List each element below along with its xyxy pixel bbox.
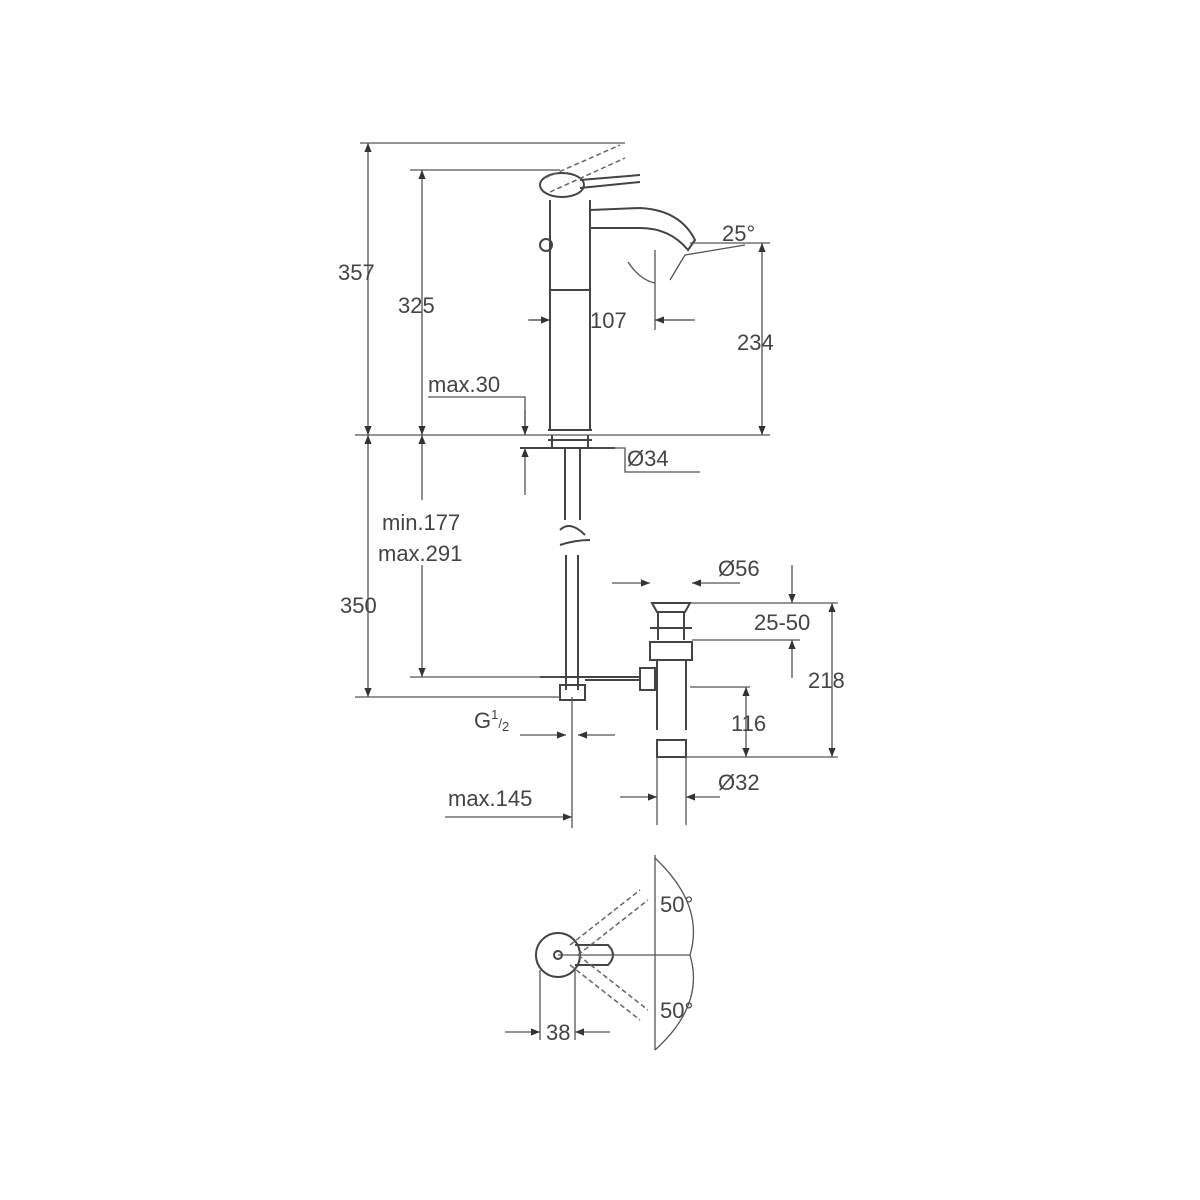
connection-g: G — [474, 708, 491, 733]
dim-connection: G1/2 — [474, 707, 509, 734]
dim-total-height: 357 — [338, 260, 375, 285]
faucet-side-view — [520, 144, 697, 701]
dim-top-width: 38 — [546, 1020, 570, 1045]
dim-max-deck: max.30 — [428, 372, 500, 397]
dim-angle-top: 50° — [660, 892, 693, 917]
faucet-top-view — [505, 855, 694, 1051]
dim-waste-height: 218 — [808, 668, 845, 693]
connection-num: 1 — [491, 707, 498, 722]
dim-tail-diameter: Ø32 — [718, 770, 760, 795]
waste-drawing — [585, 565, 838, 825]
dim-hose-max: max.291 — [378, 541, 462, 566]
dim-body-height: 325 — [398, 293, 435, 318]
dim-waste-diameter: Ø56 — [718, 556, 760, 581]
dim-spout-angle: 25° — [722, 221, 755, 246]
dim-below-deck: 350 — [340, 593, 377, 618]
dim-waste-range: 25-50 — [754, 610, 810, 635]
dim-hose-min: min.177 — [382, 510, 460, 535]
dim-base-diameter: Ø34 — [627, 446, 669, 471]
dim-tail-height: 116 — [731, 711, 766, 736]
dimension-lines — [355, 142, 770, 828]
dim-spout-reach: 107 — [590, 308, 627, 333]
dim-max-offset: max.145 — [448, 786, 532, 811]
dim-spout-height: 234 — [737, 330, 774, 355]
connection-den: 2 — [502, 719, 509, 734]
dim-angle-bottom: 50° — [660, 998, 693, 1023]
